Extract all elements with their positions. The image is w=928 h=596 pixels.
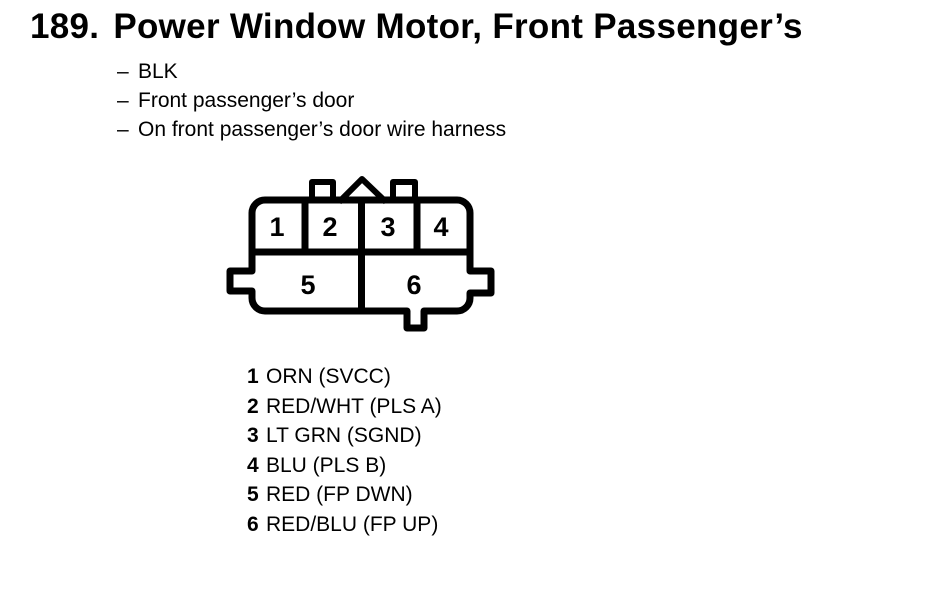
page-title: 189. Power Window Motor, Front Passenger… bbox=[30, 9, 803, 45]
detail-line: – BLK bbox=[117, 57, 506, 86]
connector-pin-number: 4 bbox=[433, 212, 448, 242]
connector-pin-number: 3 bbox=[380, 212, 395, 242]
connector-diagram: 1 2 3 4 5 6 bbox=[225, 170, 515, 335]
item-number: 189. bbox=[30, 7, 100, 46]
item-title: Power Window Motor, Front Passenger’s bbox=[113, 7, 803, 46]
dash-marker: – bbox=[117, 60, 129, 83]
legend-row: 1 ORN (SVCC) bbox=[247, 365, 442, 395]
connector-pin-number: 2 bbox=[322, 212, 337, 242]
connector-pin-number: 6 bbox=[406, 270, 421, 300]
legend-wire-label: RED (FP DWN) bbox=[266, 483, 413, 506]
connector-top-tab-left bbox=[309, 179, 336, 203]
legend-row: 2 RED/WHT (PLS A) bbox=[247, 395, 442, 425]
legend-row: 6 RED/BLU (FP UP) bbox=[247, 513, 442, 543]
legend-pin-number: 1 bbox=[247, 365, 259, 388]
legend-wire-label: ORN (SVCC) bbox=[266, 365, 391, 388]
legend-row: 5 RED (FP DWN) bbox=[247, 483, 442, 513]
connector-pinout-svg: 1 2 3 4 5 6 bbox=[226, 176, 495, 332]
detail-list: – BLK – Front passenger’s door – On fron… bbox=[117, 57, 506, 144]
legend-pin-number: 6 bbox=[247, 512, 259, 536]
detail-text: On front passenger’s door wire harness bbox=[138, 118, 507, 141]
legend-wire-label: BLU (PLS B) bbox=[266, 453, 387, 477]
legend-wire-label: RED/BLU (FP UP) bbox=[266, 512, 439, 536]
legend-pin-number: 2 bbox=[247, 394, 259, 418]
detail-line: – On front passenger’s door wire harness bbox=[117, 115, 506, 144]
connector-cell-dividers bbox=[252, 200, 470, 311]
connector-pin-number: 5 bbox=[300, 270, 315, 300]
connector-triangle-key bbox=[336, 176, 389, 205]
legend-row: 4 BLU (PLS B) bbox=[247, 454, 442, 484]
pin-legend: 1 ORN (SVCC) 2 RED/WHT (PLS A) 3 LT GRN … bbox=[247, 365, 442, 542]
detail-text: BLK bbox=[138, 60, 178, 83]
detail-line: – Front passenger’s door bbox=[117, 86, 506, 115]
legend-pin-number: 4 bbox=[247, 453, 259, 477]
dash-marker: – bbox=[117, 118, 129, 141]
connector-top-tab-right bbox=[390, 179, 418, 203]
legend-row: 3 LT GRN (SGND) bbox=[247, 424, 442, 454]
connector-pin-number: 1 bbox=[269, 212, 284, 242]
dash-marker: – bbox=[117, 89, 129, 112]
legend-wire-label: RED/WHT (PLS A) bbox=[266, 394, 442, 418]
legend-wire-label: LT GRN (SGND) bbox=[266, 424, 422, 447]
legend-pin-number: 5 bbox=[247, 483, 259, 506]
legend-pin-number: 3 bbox=[247, 424, 259, 447]
detail-text: Front passenger’s door bbox=[138, 89, 355, 112]
